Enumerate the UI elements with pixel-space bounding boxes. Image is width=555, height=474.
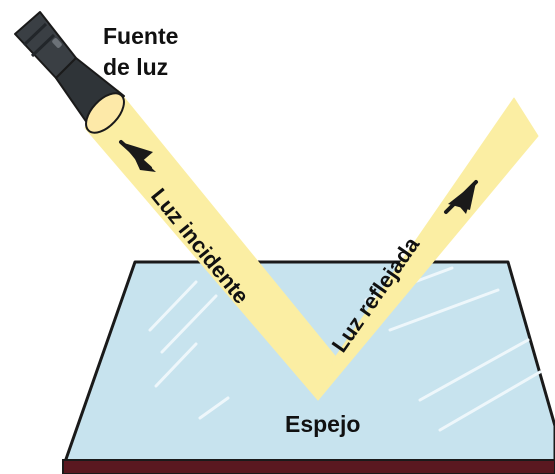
glare-line [388, 288, 500, 332]
light-source-label-line2: de luz [103, 54, 168, 80]
glare-line [148, 280, 198, 332]
glare-line [438, 370, 542, 432]
flashlight-lens [85, 92, 125, 134]
incident-arrow-icon [119, 140, 156, 172]
flashlight-ring [22, 22, 48, 47]
mirror-label: Espejo [285, 411, 360, 437]
glare-line [418, 338, 530, 402]
reflected-arrow-icon [444, 180, 478, 214]
glare-line [160, 294, 218, 354]
glare-line [198, 396, 230, 420]
mirror-frame [62, 459, 555, 474]
flashlight-icon [14, 11, 125, 134]
light-source-label-line1: Fuente [103, 23, 178, 49]
flashlight-ring [30, 33, 56, 58]
reflected-beam [317, 97, 539, 401]
flashlight-switch [52, 38, 62, 48]
glare-line [154, 342, 198, 388]
